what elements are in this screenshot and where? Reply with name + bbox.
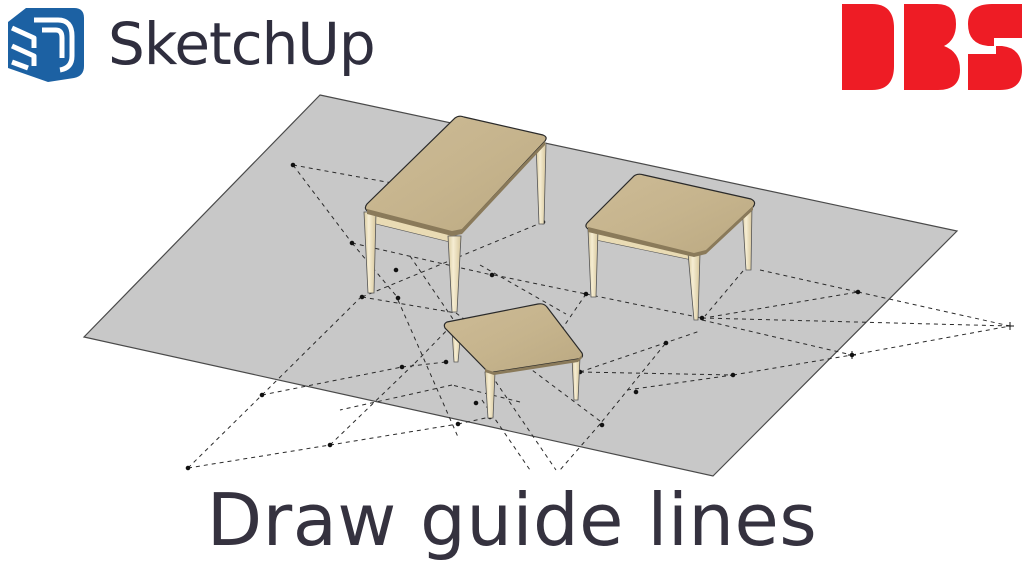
dbs-logo-icon (842, 4, 1022, 90)
page-title: Draw guide lines (206, 478, 818, 562)
guide-lines (187, 164, 1011, 471)
low-square-table (443, 303, 584, 419)
brand-name: SketchUp (108, 10, 376, 78)
square-table (585, 173, 756, 321)
ground-plane (82, 94, 959, 477)
long-table (363, 115, 547, 313)
sketchup-logo-icon (8, 8, 84, 82)
sketchup-brand: SketchUp (4, 6, 376, 82)
